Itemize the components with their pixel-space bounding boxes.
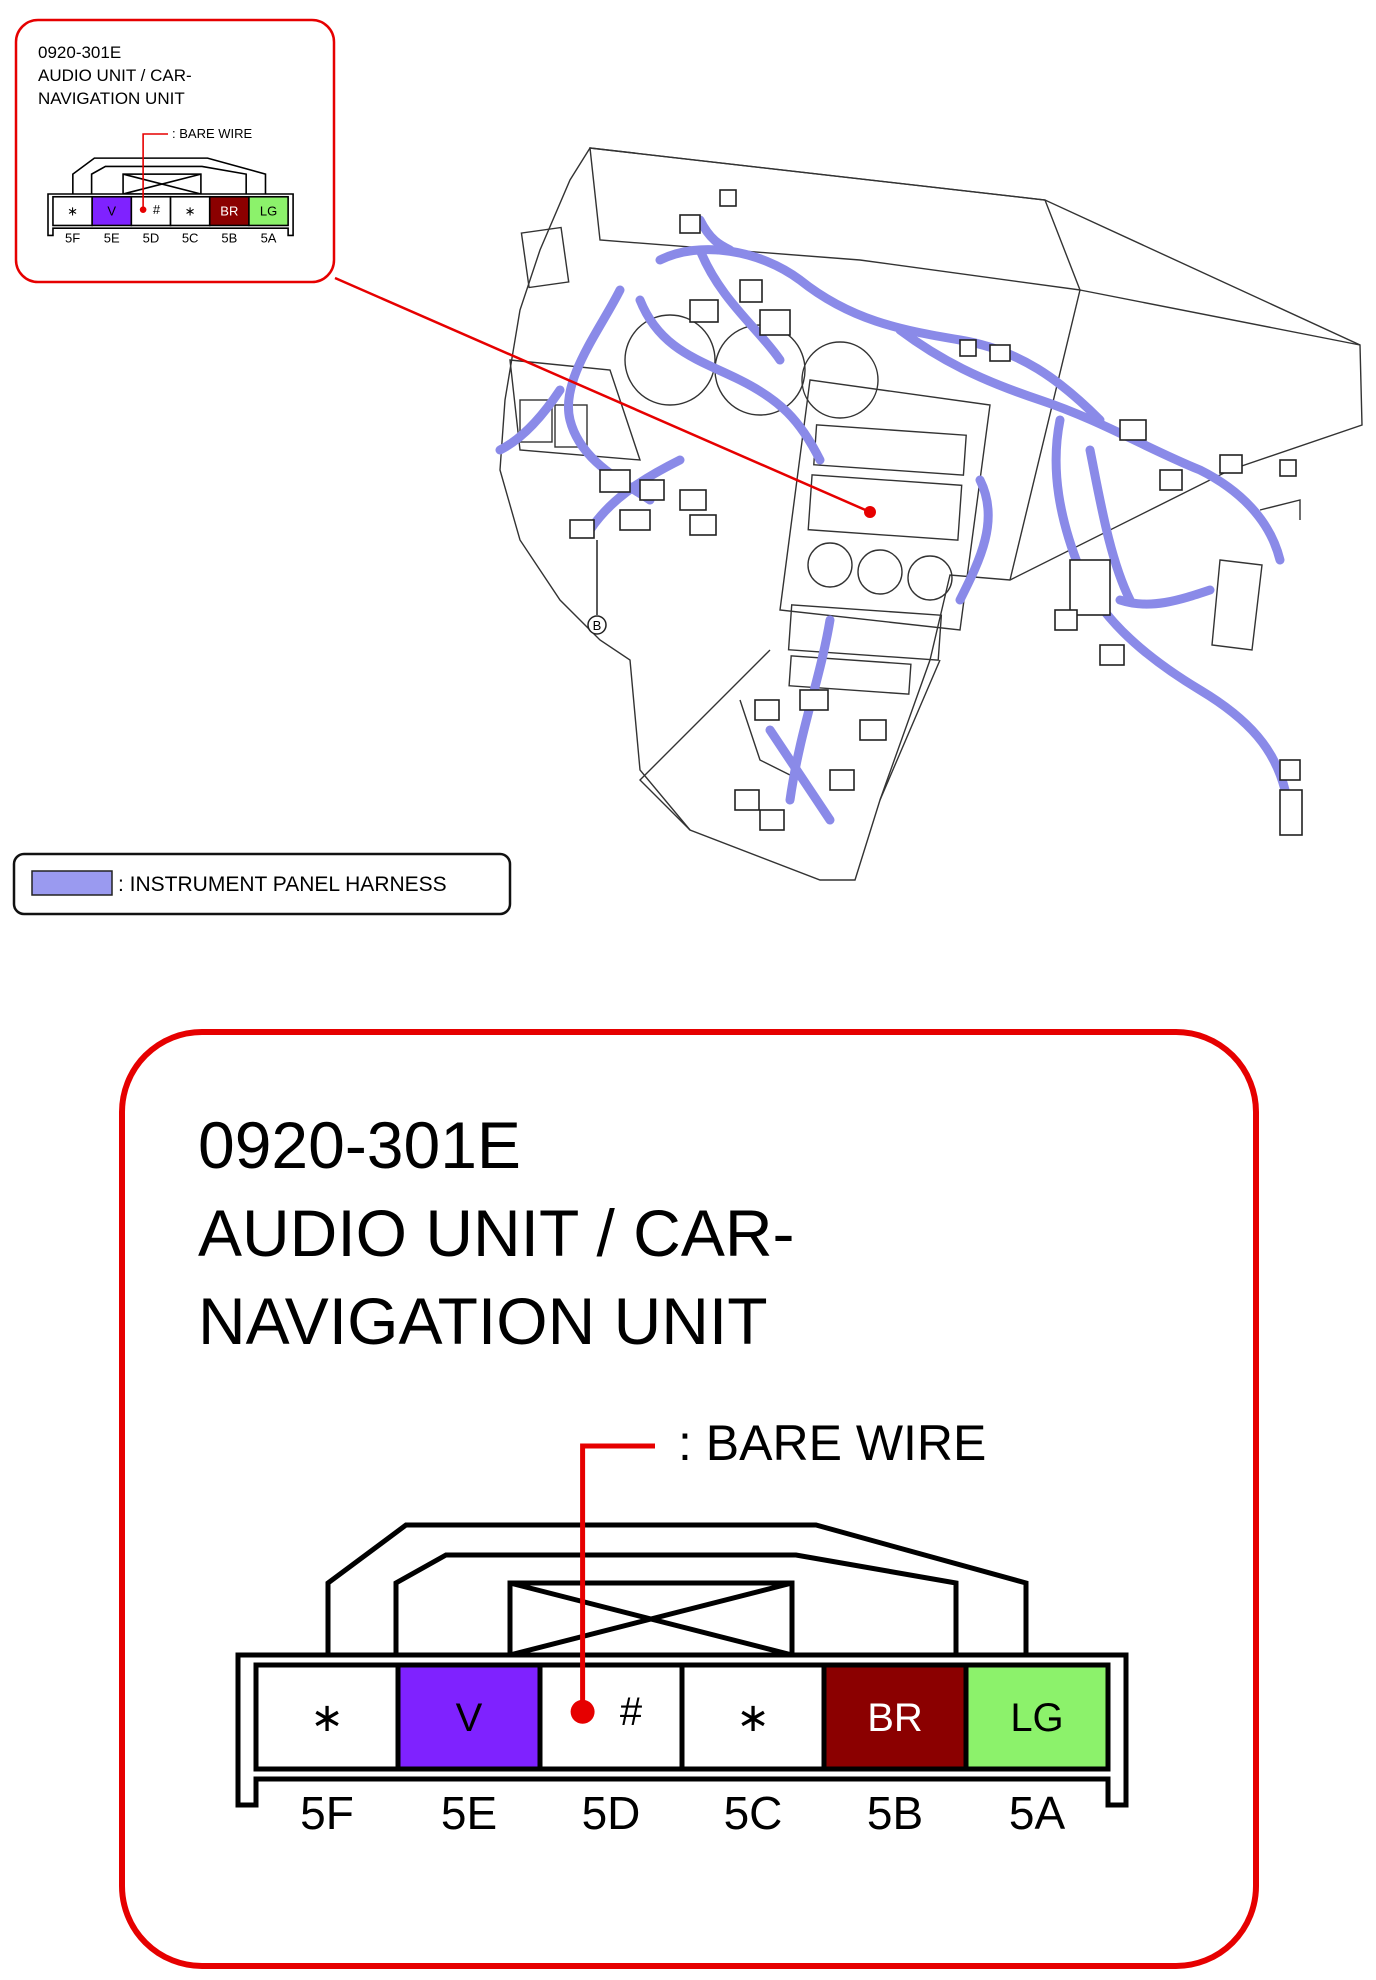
small-pin-5e bbox=[91, 195, 133, 227]
small-pin-code-5c: ∗ bbox=[185, 204, 196, 219]
small-pin-5c bbox=[169, 195, 211, 227]
large-pin-5a bbox=[963, 1662, 1111, 1772]
connector-code: 0920-301E bbox=[198, 1108, 521, 1182]
large-pin-label-5c: 5C bbox=[724, 1787, 783, 1839]
small-pin-code-5e: V bbox=[107, 204, 116, 219]
connector-name-line2: NAVIGATION UNIT bbox=[198, 1284, 768, 1358]
small-bare-wire-label: : BARE WIRE bbox=[172, 126, 253, 141]
small-pin-5a bbox=[248, 195, 289, 227]
instrument-panel-harness bbox=[495, 215, 1290, 825]
small-pin-code-5f: ∗ bbox=[67, 204, 78, 219]
large-pin-label-5e: 5E bbox=[441, 1787, 497, 1839]
large-pin-label-5f: 5F bbox=[300, 1787, 354, 1839]
small-callout-box: 0920-301E AUDIO UNIT / CAR- NAVIGATION U… bbox=[14, 18, 336, 284]
harness-legend: : INSTRUMENT PANEL HARNESS bbox=[12, 852, 512, 916]
large-pin-5f bbox=[253, 1662, 401, 1772]
small-pin-label-5c: 5C bbox=[182, 230, 199, 245]
small-pin-code-5d: # bbox=[153, 202, 161, 217]
small-pin-label-5b: 5B bbox=[221, 230, 237, 245]
small-bare-wire-leader bbox=[142, 133, 168, 210]
large-pin-5d bbox=[537, 1662, 685, 1772]
large-pin-code-5d: # bbox=[620, 1690, 643, 1734]
small-connector-code: 0920-301E bbox=[38, 43, 121, 62]
small-pin-label-5d: 5D bbox=[143, 230, 160, 245]
large-pin-label-5a: 5A bbox=[1009, 1787, 1066, 1839]
small-connector-diagram: ∗ 5F V 5E #5D ∗ 5C BR 5B LG 5A bbox=[47, 133, 294, 245]
large-pin-code-5a: LG bbox=[1010, 1696, 1063, 1740]
large-pin-label-5b: 5B bbox=[867, 1787, 923, 1839]
small-connector-name-1: AUDIO UNIT / CAR- bbox=[38, 66, 192, 85]
small-pin-5f bbox=[52, 195, 93, 227]
callout-pointer bbox=[334, 276, 876, 518]
bare-wire-label: : BARE WIRE bbox=[678, 1415, 986, 1471]
small-pin-label-5a: 5A bbox=[261, 230, 277, 245]
legend-label: : INSTRUMENT PANEL HARNESS bbox=[118, 873, 447, 896]
large-pin-label-5d: 5D bbox=[582, 1787, 641, 1839]
small-pin-5b bbox=[208, 195, 250, 227]
small-pin-code-5a: LG bbox=[260, 204, 277, 219]
large-pin-code-5c: ∗ bbox=[736, 1696, 770, 1740]
small-connector-name-2: NAVIGATION UNIT bbox=[38, 89, 185, 108]
svg-text:B: B bbox=[593, 618, 602, 633]
small-pin-code-5b: BR bbox=[220, 204, 238, 219]
small-pin-label-5f: 5F bbox=[65, 230, 80, 245]
harness-color-swatch bbox=[31, 870, 113, 896]
ground-marker: B bbox=[587, 540, 607, 635]
large-callout-box: 0920-301E AUDIO UNIT / CAR- NAVIGATION U… bbox=[119, 1029, 1259, 1969]
small-pin-label-5e: 5E bbox=[104, 230, 120, 245]
large-pin-code-5e: V bbox=[456, 1696, 483, 1740]
bare-wire-leader bbox=[580, 1443, 655, 1712]
connector-pin-diagram: ∗ 5F V 5E #5D ∗ 5C BR 5B LG 5A bbox=[235, 1443, 1129, 1839]
small-pin-5d bbox=[130, 195, 172, 227]
large-pin-code-5f: ∗ bbox=[310, 1696, 344, 1740]
harness-connectors bbox=[569, 189, 1303, 836]
large-pin-5e bbox=[395, 1662, 543, 1772]
large-pin-code-5b: BR bbox=[867, 1696, 923, 1740]
connector-name-line1: AUDIO UNIT / CAR- bbox=[198, 1196, 794, 1270]
